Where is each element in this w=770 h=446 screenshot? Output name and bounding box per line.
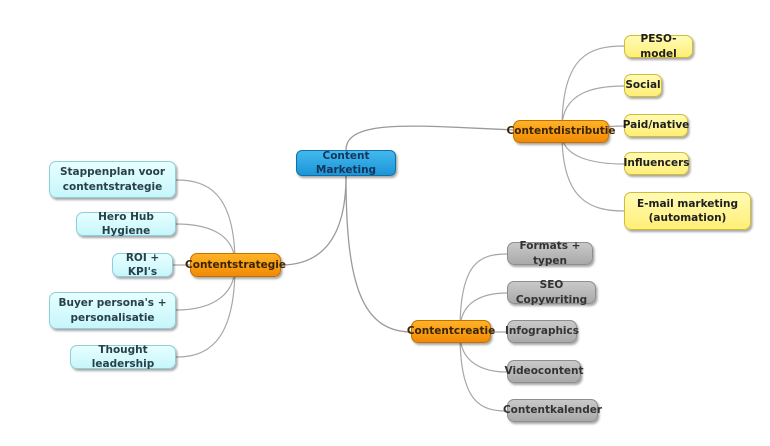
leaf-node-roi-kpis[interactable]: ROI + KPI's (112, 251, 173, 278)
leaf-label: Infographics (505, 325, 580, 338)
branch-label: Contentcreatie (406, 325, 496, 338)
leaf-node-buyer-personas[interactable]: Buyer persona's + personalisatie (49, 292, 176, 329)
leaf-node-social[interactable]: Social (624, 74, 662, 97)
leaf-label: Buyer persona's + personalisatie (58, 297, 167, 324)
branch-node-contentcreatie[interactable]: Contentcreatie (407, 320, 495, 343)
leaf-label: ROI + KPI's (125, 251, 160, 278)
leaf-node-influencers[interactable]: Influencers (623, 152, 690, 175)
connector-distributie-email (561, 133, 625, 212)
leaf-label: PESO-model (640, 33, 677, 60)
leaf-node-seo-copywriting[interactable]: SEO Copywriting (507, 279, 596, 306)
leaf-label: E-mail marketing (automation) (636, 197, 739, 224)
leaf-label: Social (625, 79, 661, 92)
branch-label: Contentstrategie (185, 258, 286, 271)
connector-strategie-thought (175, 265, 236, 358)
connector-root-distributie (345, 125, 515, 151)
root-node-content-marketing[interactable]: Content Marketing (296, 150, 396, 176)
leaf-label: Contentkalender (502, 404, 603, 417)
connector-root-creatie (345, 175, 413, 333)
branch-node-contentdistributie[interactable]: Contentdistributie (507, 120, 615, 143)
leaf-node-stappenplan[interactable]: Stappenplan voor contentstrategie (49, 161, 176, 198)
connector-distributie-peso (561, 45, 625, 129)
branch-label: Contentdistributie (506, 125, 616, 138)
leaf-node-thought-leadership[interactable]: Thought leadership (70, 343, 176, 370)
leaf-label: Videocontent (504, 365, 584, 378)
leaf-label: Formats + typen (519, 240, 581, 267)
root-label: Content Marketing (315, 149, 377, 176)
leaf-label: Thought leadership (91, 343, 155, 370)
leaf-node-infographics[interactable]: Infographics (505, 320, 580, 343)
leaf-label: SEO Copywriting (515, 279, 588, 306)
connector-distributie-social (561, 85, 625, 129)
connector-creatie-kalender (459, 333, 508, 412)
leaf-node-formats-typen[interactable]: Formats + typen (507, 240, 593, 267)
branch-node-contentstrategie[interactable]: Contentstrategie (185, 253, 286, 277)
leaf-node-email-marketing[interactable]: E-mail marketing (automation) (624, 192, 751, 230)
connector-root-strategie (280, 175, 347, 266)
leaf-label: Influencers (623, 157, 690, 170)
leaf-label: Hero Hub Hygiene (98, 210, 154, 237)
leaf-node-contentkalender[interactable]: Contentkalender (503, 399, 602, 422)
connector-creatie-formats (459, 253, 508, 331)
leaf-node-hero-hub-hygiene[interactable]: Hero Hub Hygiene (76, 210, 176, 237)
leaf-node-peso-model[interactable]: PESO-model (624, 33, 693, 60)
leaf-node-videocontent[interactable]: Videocontent (504, 360, 584, 383)
connector-strategie-stappenplan (175, 179, 236, 265)
leaf-label: Paid/native (622, 119, 690, 132)
leaf-label: Stappenplan voor contentstrategie (59, 166, 166, 193)
leaf-node-paid-native[interactable]: Paid/native (622, 114, 690, 137)
